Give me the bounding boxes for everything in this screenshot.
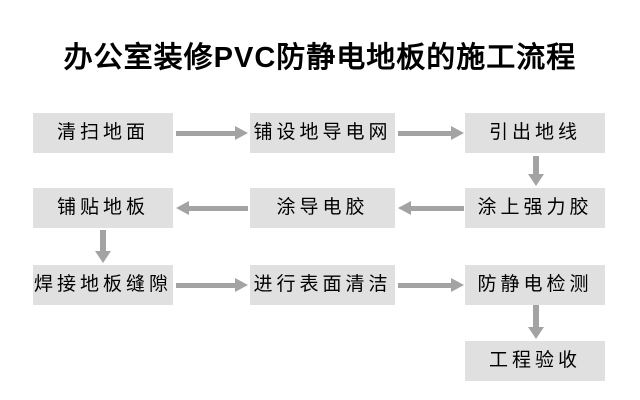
page-title: 办公室装修PVC防静电地板的施工流程 [63, 42, 577, 74]
arrow-down-groundwire-to-strongglue-icon [528, 156, 544, 186]
arrow-right-weld-to-cleaning-icon [176, 278, 248, 292]
flow-node-apply-strong-glue: 涂上强力胶 [465, 188, 605, 228]
flow-node-antistatic-test: 防静电检测 [465, 265, 605, 305]
arrow-down-layfloor-to-weld-icon [95, 230, 111, 263]
flow-node-lead-out-ground-wire: 引出地线 [465, 113, 605, 153]
flow-node-project-acceptance: 工程验收 [465, 341, 605, 381]
flow-node-apply-conductive-glue: 涂导电胶 [250, 188, 395, 228]
flow-node-clean-floor: 清扫地面 [33, 113, 173, 153]
arrow-right-cleaning-to-test-icon [398, 278, 464, 292]
arrow-left-strongglue-to-conductiveglue-icon [398, 201, 464, 215]
flow-node-lay-floor: 铺贴地板 [33, 188, 173, 228]
arrow-down-test-to-acceptance-icon [528, 305, 544, 339]
arrow-right-clean-to-grid-icon [176, 126, 248, 140]
arrow-right-grid-to-groundwire-icon [398, 126, 464, 140]
flow-node-lay-conductive-grid: 铺设地导电网 [250, 113, 395, 153]
arrow-left-conductiveglue-to-layfloor-icon [176, 201, 248, 215]
flow-node-weld-floor-seams: 焊接地板缝隙 [33, 265, 173, 305]
flow-node-surface-cleaning: 进行表面清洁 [250, 265, 395, 305]
